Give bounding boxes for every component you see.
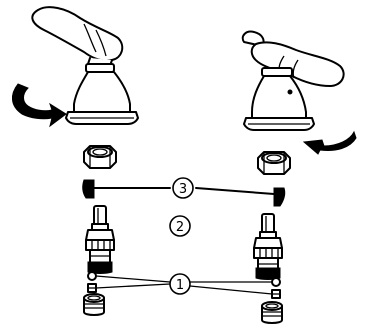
hex-nut-right [258,152,290,174]
counterclockwise-arrow [12,84,66,126]
right-faucet-handle [243,32,344,130]
callout-1-label: 1 [176,278,184,293]
valve-cartridge-right [254,214,282,280]
clockwise-arrow [304,132,356,154]
leader-line [196,188,274,194]
callout-2-label: 2 [176,220,184,235]
callout-3-label: 3 [179,182,187,197]
rubber-washer-left [83,180,94,198]
spring-left [88,272,96,292]
valve-cartridge-left [86,206,114,274]
seat-right [262,302,282,323]
seat-left [84,294,104,315]
hex-nut-left [84,146,116,168]
callout-3: 3 [173,178,193,198]
rubber-washer-right [274,188,285,206]
spring-right [272,278,280,298]
left-faucet-handle [32,7,138,124]
callout-1: 1 [170,274,190,294]
callout-2: 2 [170,216,190,236]
